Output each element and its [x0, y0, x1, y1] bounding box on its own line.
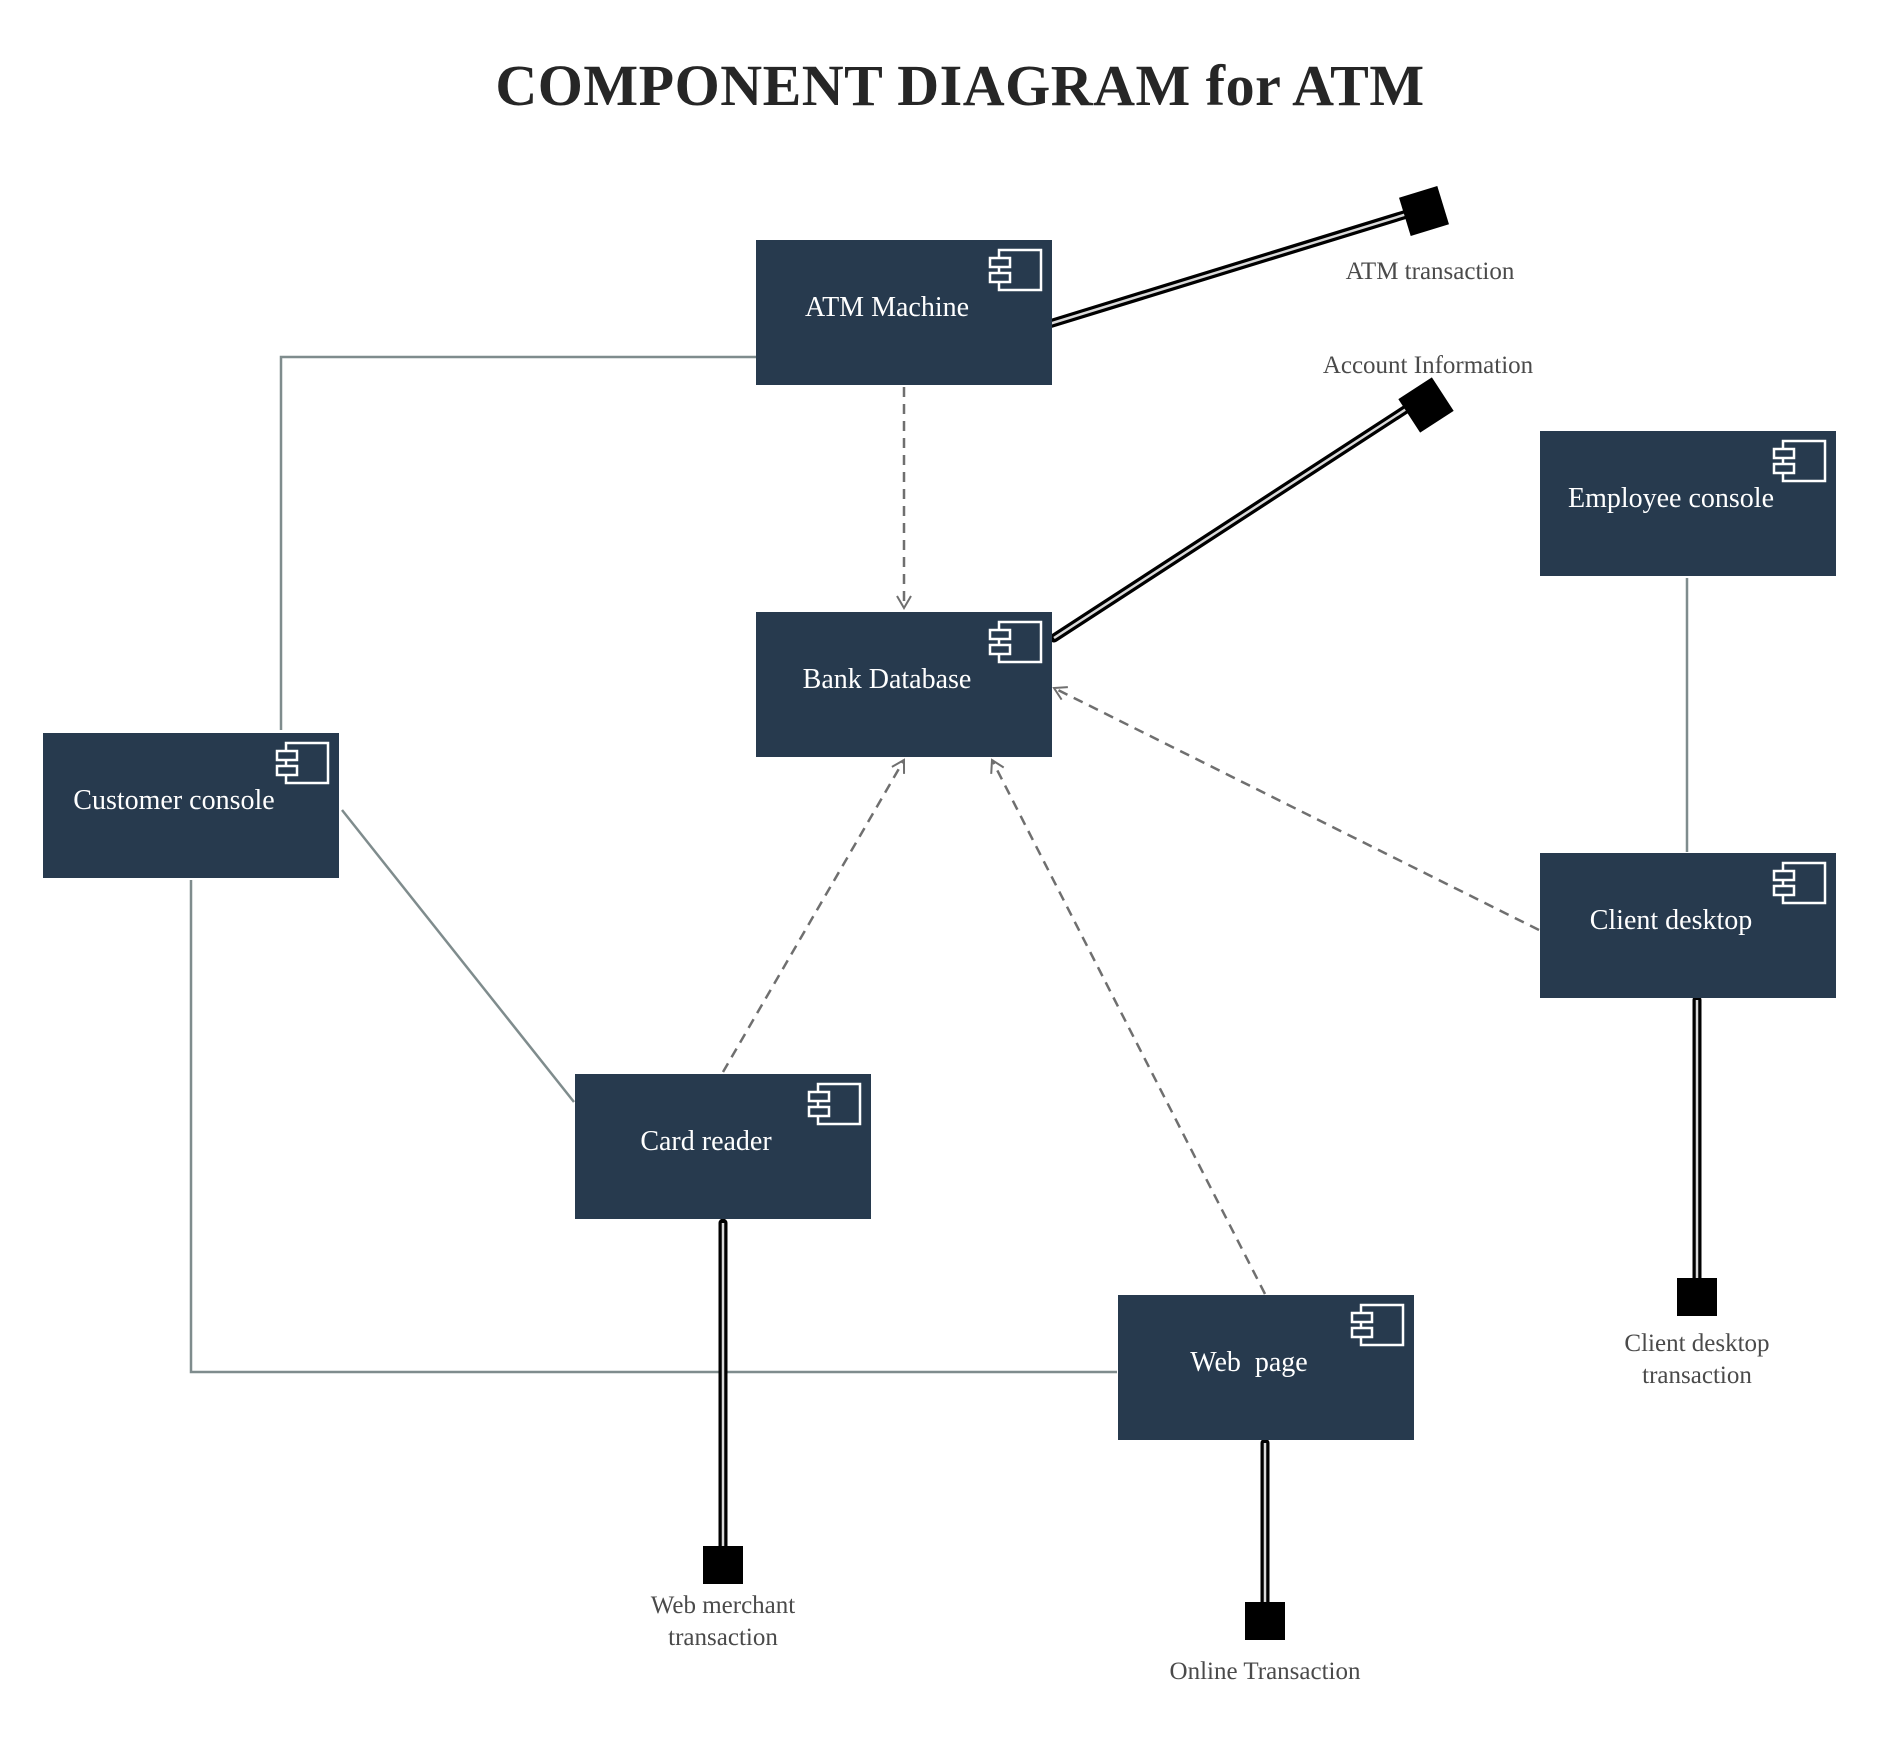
component-bank-database[interactable]: Bank Database: [756, 612, 1052, 757]
uml-component-icon: [988, 248, 1043, 292]
diagram-title: COMPONENT DIAGRAM for ATM: [495, 53, 1425, 118]
interface-web-merchant-transaction: [703, 1218, 743, 1584]
interface-label-line: transaction: [1642, 1362, 1752, 1389]
dependency-web-page-bank-database: [990, 758, 1267, 1295]
uml-component-icon: [275, 741, 330, 785]
component-label: Customer console: [73, 785, 275, 816]
component-web-page[interactable]: Web page: [1118, 1295, 1414, 1440]
interface-label-online-transaction: Online Transaction: [1169, 1658, 1361, 1685]
interface-label-client-desktop-transaction: Client desktop transaction: [1597, 1328, 1797, 1392]
component-label: ATM Machine: [804, 292, 970, 323]
association-customer-console-card-reader: [341, 809, 575, 1103]
component-employee-console[interactable]: Employee console: [1540, 431, 1836, 576]
association-customer-console-web-page: [189, 880, 1117, 1374]
interface-label-line: Client desktop: [1624, 1330, 1770, 1357]
component-label: Employee console: [1567, 483, 1775, 514]
uml-component-icon: [1772, 861, 1827, 905]
interface-client-desktop-transaction: [1677, 995, 1717, 1316]
component-customer-console[interactable]: Customer console: [43, 733, 339, 878]
association-atm-customer-console: [279, 355, 756, 730]
interface-atm-transaction: [1041, 186, 1449, 330]
component-label: Bank Database: [802, 664, 972, 695]
component-card-reader[interactable]: Card reader: [575, 1074, 871, 1219]
interface-label-web-merchant-transaction: Web merchant transaction: [623, 1590, 823, 1654]
uml-component-icon: [1350, 1303, 1405, 1347]
interface-label-account-information: Account Information: [1322, 352, 1534, 379]
interface-label-line: transaction: [668, 1624, 778, 1651]
interface-account-information: [1049, 377, 1454, 643]
uml-component-icon: [988, 620, 1043, 664]
dependency-client-desktop-bank-database: [1052, 686, 1540, 932]
component-label: Card reader: [640, 1126, 772, 1157]
uml-component-icon: [807, 1082, 862, 1126]
component-atm-machine[interactable]: ATM Machine: [756, 240, 1052, 385]
interface-label-line: Web merchant: [650, 1592, 796, 1619]
interface-online-transaction: [1245, 1438, 1285, 1640]
component-client-desktop[interactable]: Client desktop: [1540, 853, 1836, 998]
dependency-card-reader-bank-database: [721, 758, 906, 1073]
interface-label-atm-transaction: ATM transaction: [1345, 258, 1515, 285]
component-label: Client desktop: [1589, 905, 1753, 936]
uml-component-icon: [1772, 439, 1827, 483]
component-label: Web page: [1190, 1347, 1308, 1378]
